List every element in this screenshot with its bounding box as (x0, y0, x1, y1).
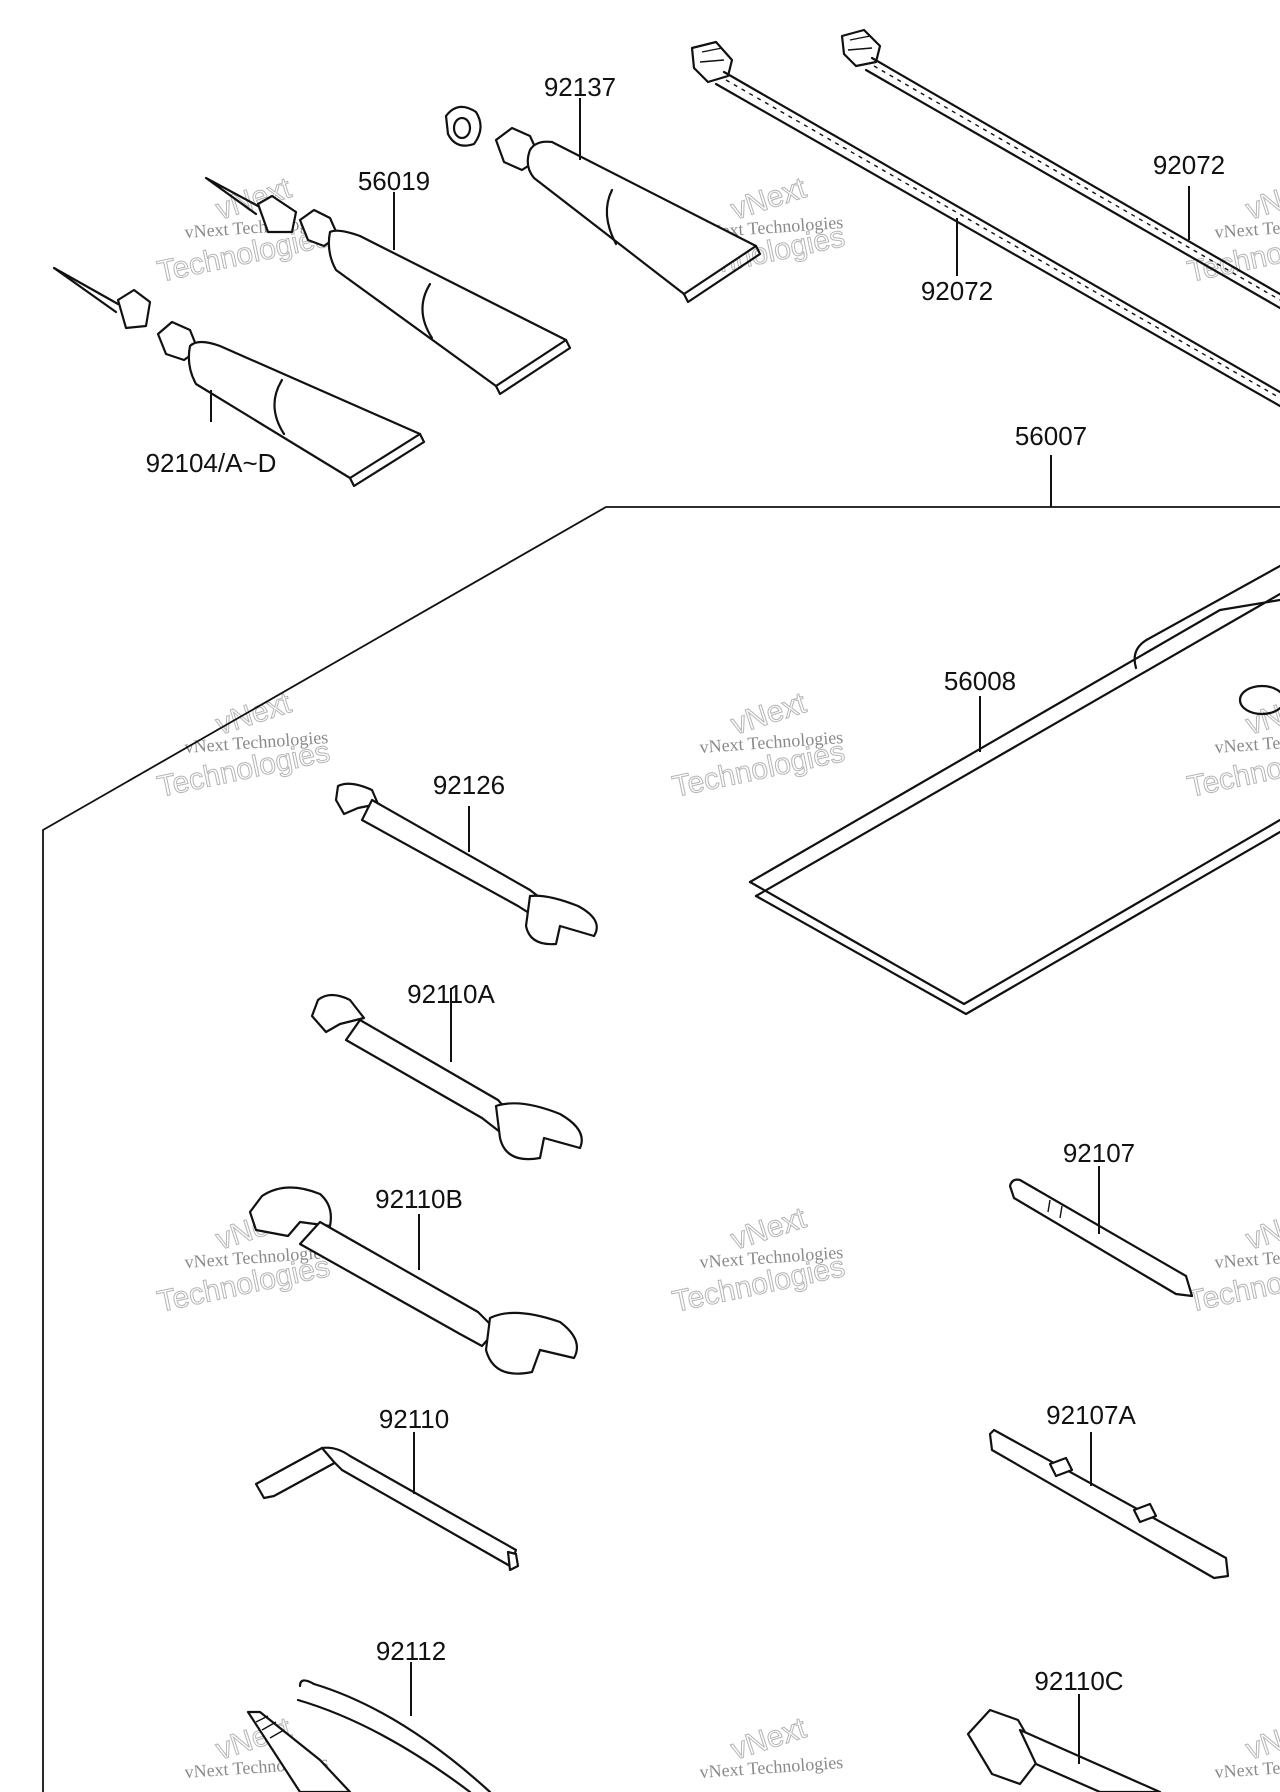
watermark: vNext vNext Technologies Technologies (1184, 1201, 1280, 1319)
cable-tie-2[interactable] (840, 28, 1280, 310)
label-92072-bottom[interactable]: 92072 (921, 276, 993, 306)
spanner-92110B[interactable] (248, 1186, 578, 1375)
tool-pouch-56008[interactable] (748, 564, 1280, 1016)
grease-tube-92104[interactable] (52, 266, 426, 488)
spanner-92110A[interactable] (310, 993, 583, 1161)
label-92126[interactable]: 92126 (433, 770, 505, 800)
label-92112[interactable]: 92112 (376, 1636, 446, 1666)
label-92110A[interactable]: 92110A (407, 979, 495, 1009)
watermark: vNext vNext Technologies Technologies (154, 686, 333, 804)
extension-92110C[interactable] (966, 1708, 1162, 1792)
label-92107[interactable]: 92107 (1063, 1138, 1135, 1168)
grease-tube-56019[interactable] (204, 176, 572, 396)
leader-lines (210, 98, 1190, 1764)
label-92110B[interactable]: 92110B (375, 1184, 463, 1214)
label-56007[interactable]: 56007 (1015, 421, 1087, 451)
part-labels: 92137 56019 92104/A~D 92072 92072 56007 … (146, 72, 1226, 1696)
hex-key-92110[interactable] (254, 1446, 520, 1572)
tool-kit-frame (42, 506, 1280, 1792)
label-92137[interactable]: 92137 (544, 72, 616, 102)
watermark: vNext vNext Technologies Technologies (669, 686, 848, 804)
screwdriver-bit-92107[interactable] (1008, 1178, 1194, 1298)
label-56019[interactable]: 56019 (358, 166, 430, 196)
watermark: vNext vNext Technologies (1214, 1711, 1280, 1782)
grease-tube-92137[interactable] (444, 105, 762, 304)
watermark: vNext vNext Technologies (699, 1711, 844, 1782)
label-56008[interactable]: 56008 (944, 666, 1016, 696)
label-92110[interactable]: 92110 (379, 1404, 449, 1434)
label-92104[interactable]: 92104/A~D (146, 448, 277, 478)
screwdriver-bit-92107A[interactable] (988, 1428, 1230, 1580)
spanner-92126[interactable] (334, 782, 598, 946)
cable-tie-1[interactable] (690, 40, 1280, 408)
watermark: vNext vNext Technologies Technologies (1184, 171, 1280, 289)
label-92110C[interactable]: 92110C (1034, 1666, 1123, 1696)
label-92107A[interactable]: 92107A (1046, 1400, 1136, 1430)
watermark: vNext vNext Technologies Technologies (1184, 686, 1280, 804)
watermark-text-small: vNext Technologies (699, 1752, 844, 1782)
pliers-92112[interactable] (246, 1679, 492, 1792)
label-92072-top[interactable]: 92072 (1153, 150, 1225, 180)
watermark: vNext vNext Technologies Technologies (669, 1201, 848, 1319)
